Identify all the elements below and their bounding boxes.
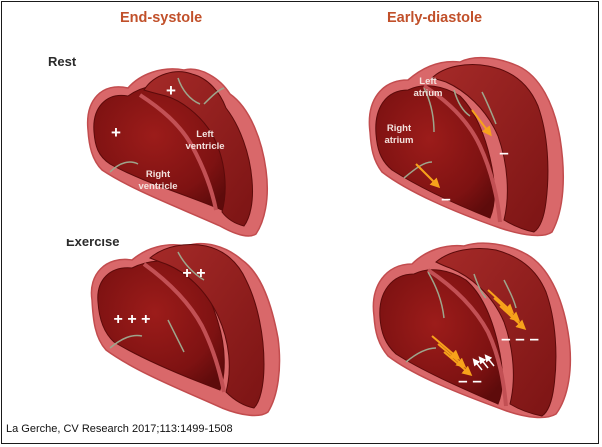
column-title-end-systole: End-systole	[120, 10, 202, 26]
heart-exercise-end-systole: + + + + +	[86, 240, 306, 420]
label-left-ventricle-line2: ventricle	[185, 141, 224, 152]
pressure-sign: +	[111, 123, 121, 142]
label-right-atrium-line2: atrium	[384, 135, 413, 146]
column-title-early-diastole: Early-diastole	[387, 10, 482, 26]
label-left-atrium-line2: atrium	[413, 88, 442, 99]
label-right-atrium-line1: Right	[387, 123, 412, 134]
label-right-ventricle-line2: ventricle	[138, 181, 177, 192]
citation: La Gerche, CV Research 2017;113:1499-150…	[6, 423, 233, 435]
pressure-sign: – –	[458, 371, 482, 390]
label-left-atrium-line1: Left	[419, 76, 437, 87]
label-right-ventricle-line1: Right	[146, 169, 171, 180]
heart-exercise-early-diastole: – – – – –	[370, 240, 590, 420]
pressure-sign: +	[166, 81, 176, 100]
label-left-ventricle-line1: Left	[196, 129, 214, 140]
heart-rest-early-diastole: – – Left atrium Right atrium	[364, 52, 584, 242]
row-label-rest: Rest	[48, 54, 76, 69]
pressure-sign: –	[499, 143, 508, 162]
pressure-sign: – – –	[501, 329, 539, 348]
pressure-sign: + + +	[114, 311, 151, 328]
heart-rest-end-systole: + + Left ventricle Right ventricle	[80, 60, 300, 240]
pressure-sign: + +	[182, 265, 205, 282]
pressure-sign: –	[441, 189, 450, 208]
